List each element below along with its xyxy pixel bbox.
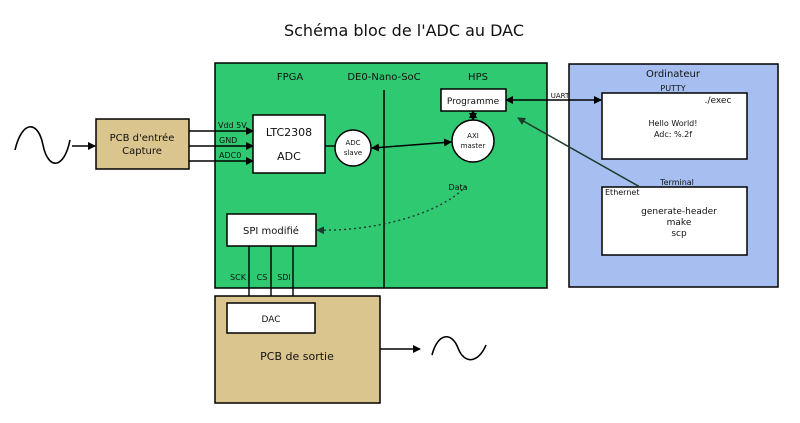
- adc-slave-label-1: ADC: [345, 139, 360, 147]
- pcb-input-label-2: Capture: [122, 146, 162, 157]
- adc-slave-label-2: slave: [344, 149, 362, 157]
- hps-label: HPS: [468, 72, 488, 83]
- terminal-line-2: make: [667, 218, 692, 228]
- spi-box: [226, 213, 317, 247]
- axi-master-circle: [451, 119, 495, 163]
- input-signal-icon: [14, 126, 71, 164]
- adc-slave-circle: [334, 129, 372, 167]
- terminal-label: Terminal: [659, 178, 694, 187]
- data-flow-arrow: [316, 185, 467, 235]
- uart-label: UART: [551, 92, 570, 100]
- ethernet-label: Ethernet: [605, 188, 639, 197]
- terminal-line-3: scp: [671, 229, 687, 239]
- pcb-input-label-1: PCB d'entrée: [110, 132, 175, 144]
- axi-master-label-2: master: [461, 142, 486, 150]
- fpga-label: FPGA: [277, 72, 304, 83]
- ltc2308-label: LTC2308: [266, 126, 312, 139]
- terminal-window: [601, 186, 748, 256]
- vdd-label: Vdd 5V: [218, 121, 247, 130]
- sdi-label: SDI: [277, 273, 291, 282]
- sck-label: SCK: [230, 273, 247, 282]
- diagram-title: Schéma bloc de l'ADC au DAC: [284, 21, 524, 40]
- putty-window: [601, 92, 748, 160]
- putty-adc-text: Adc: %.2f: [654, 130, 692, 139]
- dac-label: DAC: [261, 315, 280, 325]
- ltc2308-box: [252, 114, 326, 174]
- gnd-label: GND: [219, 136, 237, 145]
- ethernet-link: [517, 117, 641, 188]
- dac-box: [226, 302, 316, 334]
- data-label: Data: [448, 183, 467, 192]
- slave-axi-link: [371, 138, 452, 152]
- terminal-line-1: generate-header: [641, 207, 717, 217]
- axi-master-label-1: AXI: [467, 132, 479, 140]
- pcb-input-box: [95, 118, 190, 170]
- putty-hello-text: Hello World!: [649, 119, 698, 128]
- spi-label: SPI modifié: [243, 225, 299, 237]
- putty-exec-text: ./exec: [705, 96, 732, 106]
- adc0-label: ADC0: [219, 151, 241, 160]
- pcb-output-label: PCB de sortie: [260, 350, 334, 363]
- programme-label: Programme: [447, 97, 500, 107]
- cs-label: CS: [257, 273, 268, 282]
- output-signal-icon: [431, 336, 487, 361]
- board-label: DE0-Nano-SoC: [347, 72, 420, 83]
- putty-label: PUTTY: [660, 84, 685, 93]
- ltc2308-adc-label: ADC: [277, 150, 301, 163]
- computer-label: Ordinateur: [646, 69, 701, 80]
